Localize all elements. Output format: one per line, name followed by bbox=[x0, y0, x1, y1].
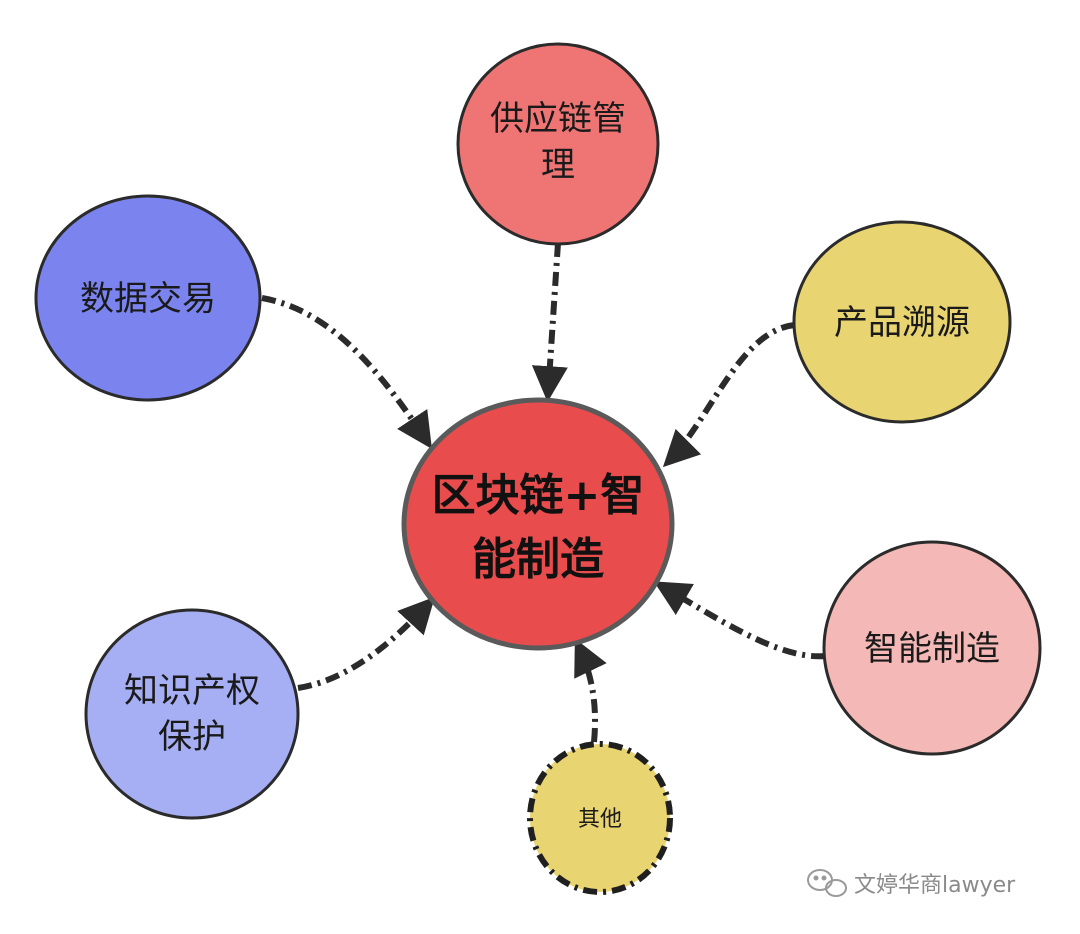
connector-supply-chain bbox=[531, 242, 568, 403]
node-smart-manufacturing: 智能制造 bbox=[822, 540, 1042, 756]
node-other-label: 其他 bbox=[578, 807, 622, 832]
connector-ip-protection bbox=[297, 596, 435, 691]
node-supply-chain-label-2: 理 bbox=[541, 145, 575, 185]
node-supply-chain: 供应链管 理 bbox=[456, 42, 660, 246]
node-ip-protection: 知识产权 保护 bbox=[84, 608, 300, 820]
watermark-text: 文婷华商lawyer bbox=[854, 873, 1016, 898]
node-smart-manufacturing-label: 智能制造 bbox=[864, 629, 1000, 669]
node-ip-protection-label-1: 知识产权 bbox=[124, 671, 260, 711]
connectors bbox=[261, 242, 826, 743]
node-product-trace-label: 产品溯源 bbox=[834, 303, 970, 343]
node-other: 其他 bbox=[527, 741, 673, 895]
node-data-trading: 数据交易 bbox=[34, 194, 262, 402]
watermark: 文婷华商lawyer bbox=[807, 869, 1016, 898]
center-node-label-1: 区块链+智 bbox=[432, 470, 645, 521]
connector-other bbox=[574, 638, 607, 743]
center-node-label-2: 能制造 bbox=[472, 534, 604, 585]
node-data-trading-label: 数据交易 bbox=[80, 279, 216, 319]
center-node: 区块链+智 能制造 bbox=[401, 397, 675, 651]
connector-product-trace bbox=[662, 322, 796, 468]
node-supply-chain-label-1: 供应链管 bbox=[490, 99, 626, 139]
connector-data-trading bbox=[261, 295, 432, 450]
node-ip-protection-label-2: 保护 bbox=[158, 717, 226, 757]
connector-smart-manufacturing bbox=[653, 581, 826, 660]
wechat-icon bbox=[807, 869, 847, 897]
node-product-trace: 产品溯源 bbox=[792, 220, 1012, 424]
